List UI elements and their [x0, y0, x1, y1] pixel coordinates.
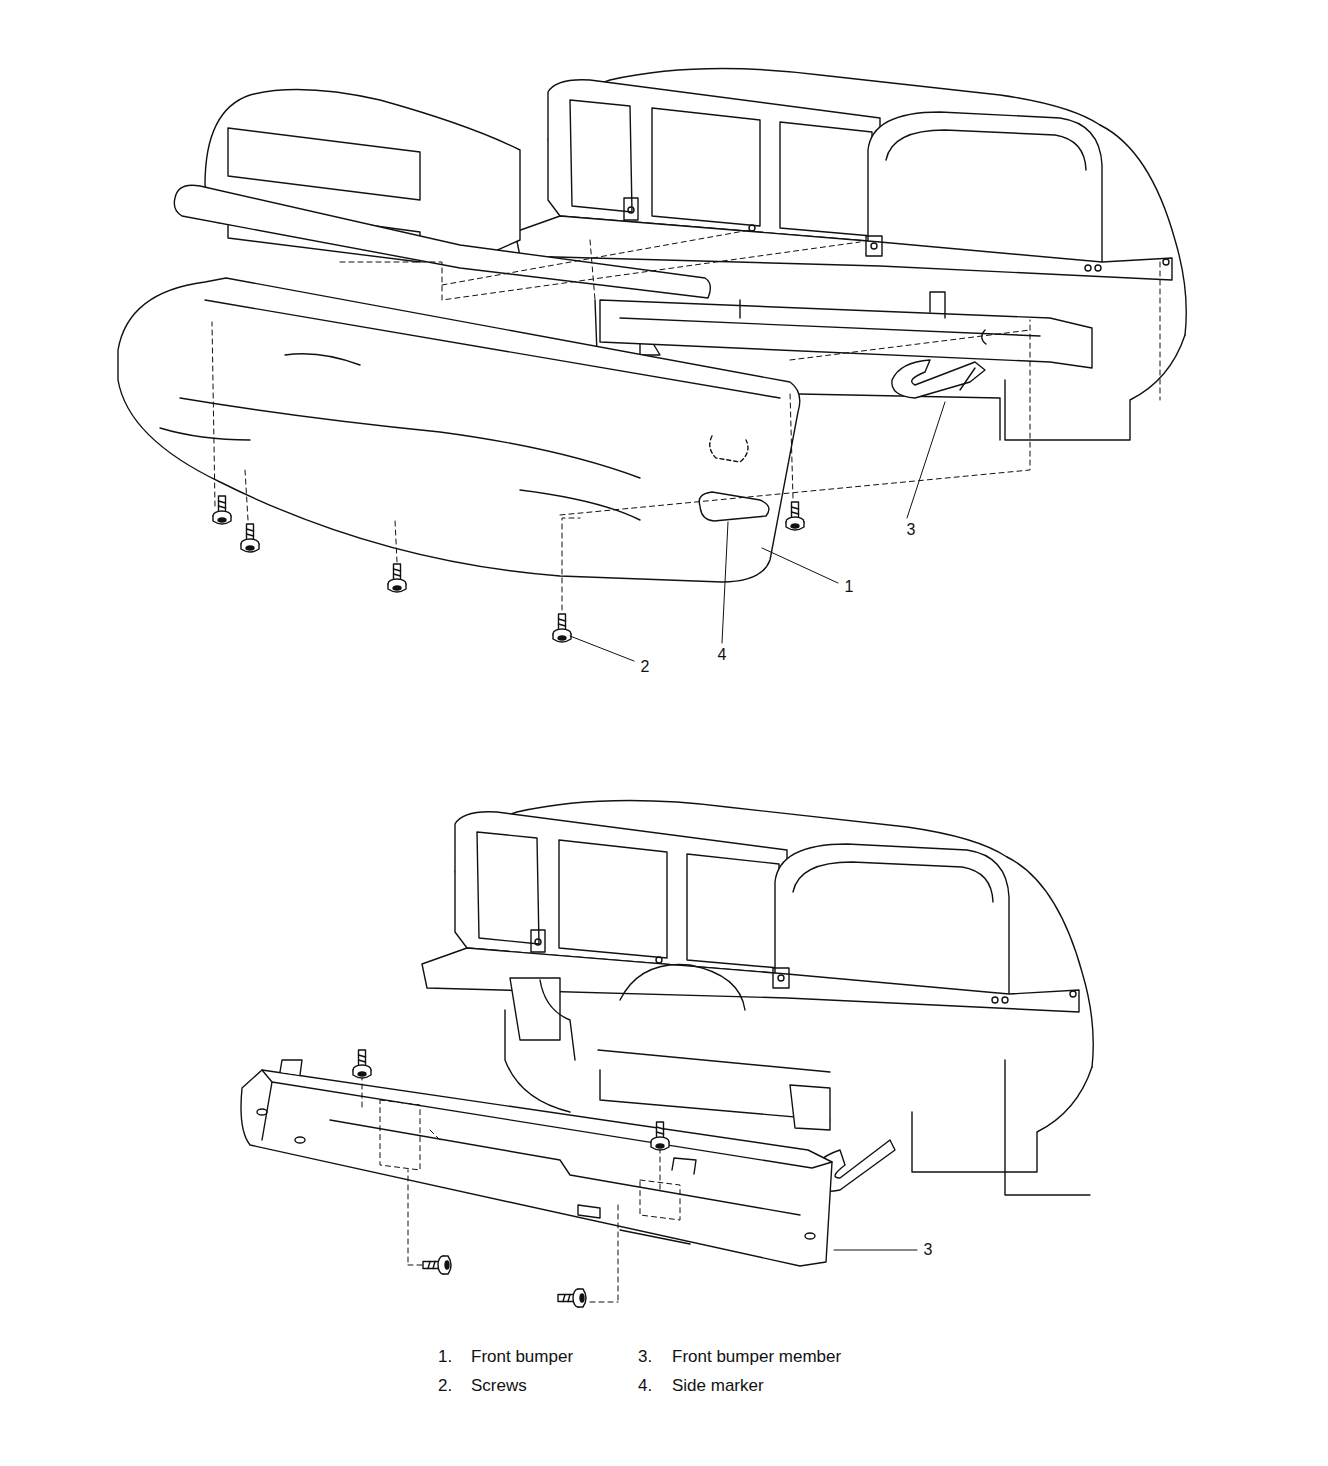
legend-number: 3.: [638, 1348, 652, 1367]
legend-number: 2.: [438, 1377, 452, 1396]
legend-text: Side marker: [672, 1377, 764, 1396]
legend-text: Screws: [471, 1377, 527, 1396]
callout-number: 3: [922, 1241, 935, 1259]
callout-number: 4: [716, 646, 729, 664]
callout-number: 2: [639, 658, 652, 676]
callout-number: 1: [843, 578, 856, 596]
legend-number: 1.: [438, 1348, 452, 1367]
legend-number: 4.: [638, 1377, 652, 1396]
legend-text: Front bumper member: [672, 1348, 841, 1367]
legend-text: Front bumper: [471, 1348, 573, 1367]
callout-number: 3: [905, 521, 918, 539]
